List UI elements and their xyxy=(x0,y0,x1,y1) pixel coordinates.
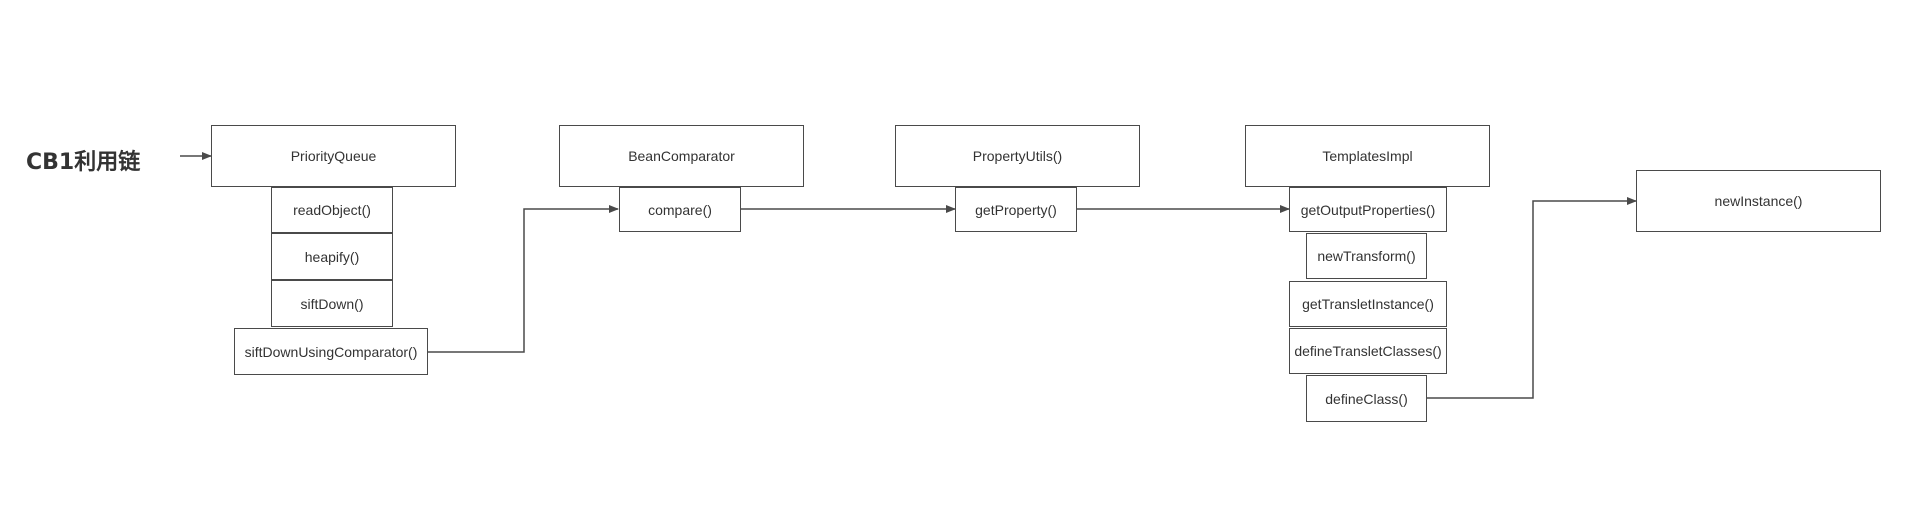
heapify-node: heapify() xyxy=(271,233,393,280)
sift-down-label: siftDown() xyxy=(300,295,364,312)
new-transform-node: newTransform() xyxy=(1306,233,1427,279)
new-instance-label: newInstance() xyxy=(1714,193,1803,209)
priority-queue-node: PriorityQueue xyxy=(211,125,456,187)
sift-down-node: siftDown() xyxy=(271,280,393,327)
property-utils-label: PropertyUtils() xyxy=(972,148,1063,164)
templates-impl-node: TemplatesImpl xyxy=(1245,125,1490,187)
read-object-label: readObject() xyxy=(293,202,371,218)
get-output-properties-label: getOutputProperties() xyxy=(1300,201,1436,218)
templates-impl-label: TemplatesImpl xyxy=(1322,148,1413,164)
get-output-properties-node: getOutputProperties() xyxy=(1289,187,1447,232)
bean-comparator-label: BeanComparator xyxy=(628,148,735,164)
sift-down-using-comparator-node: siftDownUsingComparator() xyxy=(234,328,428,375)
define-class-label: defineClass() xyxy=(1325,390,1408,407)
get-translet-instance-node: getTransletInstance() xyxy=(1289,281,1447,327)
define-translet-classes-node: defineTransletClasses() xyxy=(1289,328,1447,374)
read-object-node: readObject() xyxy=(271,187,393,233)
get-translet-instance-label: getTransletInstance() xyxy=(1302,296,1434,312)
bean-comparator-node: BeanComparator xyxy=(559,125,804,187)
priority-queue-label: PriorityQueue xyxy=(290,148,377,164)
sift-down-using-comparator-label: siftDownUsingComparator() xyxy=(244,343,418,360)
connector-defineclass-to-newinstance xyxy=(1427,197,1637,399)
compare-node: compare() xyxy=(619,187,741,232)
compare-label: compare() xyxy=(648,201,712,218)
define-translet-classes-label: defineTransletClasses() xyxy=(1294,343,1442,359)
diagram-title: CB1利用链 xyxy=(26,150,141,175)
property-utils-node: PropertyUtils() xyxy=(895,125,1140,187)
new-transform-label: newTransform() xyxy=(1317,248,1416,264)
connector-comparator-to-compare xyxy=(427,205,619,353)
heapify-label: heapify() xyxy=(304,248,360,265)
define-class-node: defineClass() xyxy=(1306,375,1427,422)
get-property-label: getProperty() xyxy=(975,201,1057,218)
new-instance-node: newInstance() xyxy=(1636,170,1881,232)
get-property-node: getProperty() xyxy=(955,187,1077,232)
